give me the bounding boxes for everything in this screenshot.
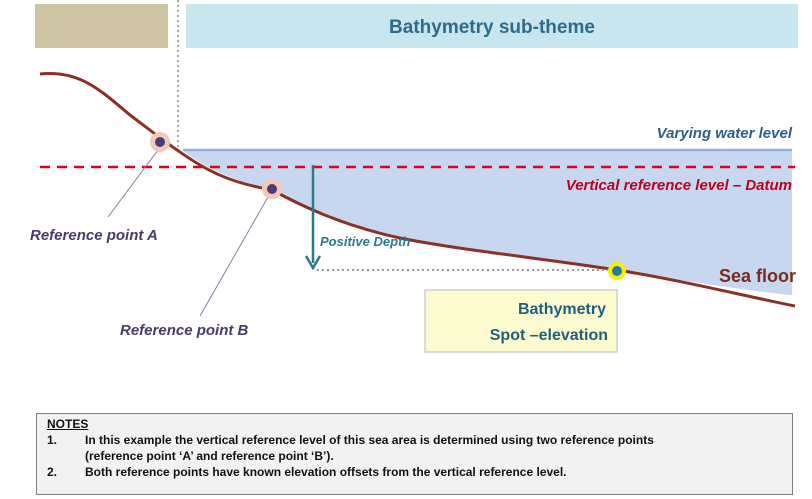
datum-label: Vertical reference level – Datum [566, 177, 792, 194]
bathymetry-diagram: Bathymetry sub-theme Varying water level… [30, 0, 798, 353]
ref-b-pointer [199, 196, 269, 317]
notes-title: NOTES [47, 417, 89, 431]
reference-point-a-label: Reference point A [30, 227, 158, 244]
note-item: 1. In this example the vertical referenc… [47, 432, 782, 464]
depth-arrow-head [304, 255, 322, 271]
reference-point-a-dot [155, 137, 165, 147]
water-area [183, 150, 792, 295]
spot-elevation-dot [612, 266, 622, 276]
header-banner [186, 4, 798, 48]
header-title: Bathymetry sub-theme [389, 17, 595, 38]
note-line: (reference point ‘A’ and reference point… [85, 449, 334, 463]
bathymetry-callout-line2: Spot –elevation [490, 327, 608, 344]
note-item: 2. Both reference points have known elev… [47, 464, 782, 480]
water-level-label: Varying water level [657, 125, 793, 142]
positive-depth-label: Positive Depth [320, 234, 410, 249]
note-text: Both reference points have known elevati… [85, 465, 567, 479]
bathymetry-callout [424, 289, 618, 353]
note-line: In this example the vertical reference l… [85, 433, 654, 447]
notes-panel: NOTES 1. In this example the vertical re… [36, 413, 793, 495]
bathymetry-callout-line1: Bathymetry [518, 301, 606, 318]
sea-floor-line [39, 71, 796, 308]
note-number: 1. [47, 433, 58, 447]
note-text: In this example the vertical reference l… [85, 432, 782, 464]
reference-point-b-dot [267, 184, 277, 194]
note-number: 2. [47, 465, 58, 479]
sea-floor-label: Sea floor [719, 266, 796, 286]
legend-swatch-box [35, 4, 168, 48]
reference-point-b-label: Reference point B [120, 322, 249, 339]
ref-a-pointer [107, 149, 159, 218]
